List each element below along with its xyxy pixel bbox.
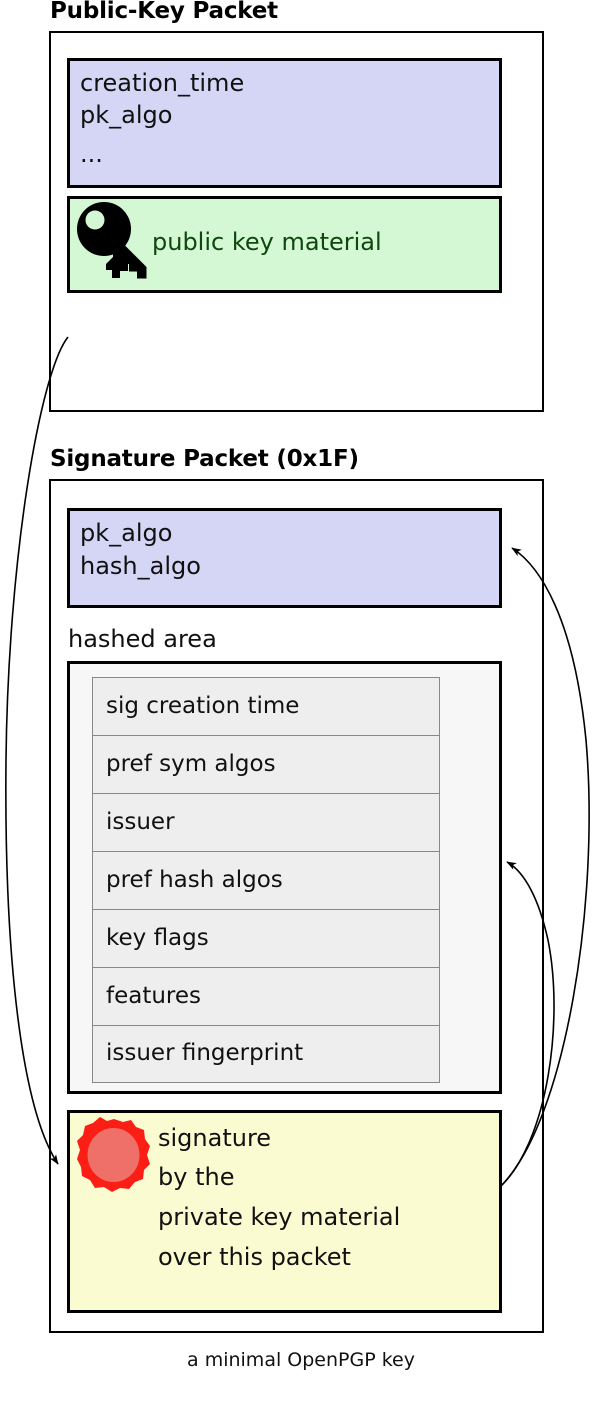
public-key-packet-title: Public-Key Packet bbox=[50, 0, 278, 24]
subpacket-label: key flags bbox=[106, 924, 209, 951]
subpacket-row: features bbox=[92, 967, 440, 1025]
signature-blob-line-3: private key material bbox=[158, 1203, 401, 1231]
subpacket-row: issuer bbox=[92, 793, 440, 851]
subpacket-row: issuer fingerprint bbox=[92, 1025, 440, 1083]
subpacket-label: issuer fingerprint bbox=[106, 1039, 304, 1066]
signature-blob-line-2: by the bbox=[158, 1163, 235, 1191]
subpacket-row: pref hash algos bbox=[92, 851, 440, 909]
pk-header-line-2: pk_algo bbox=[80, 101, 173, 129]
hashed-area-label: hashed area bbox=[68, 625, 217, 653]
sig-header-line-1: pk_algo bbox=[80, 519, 173, 547]
signature-packet-title: Signature Packet (0x1F) bbox=[50, 446, 359, 472]
wax-seal-icon bbox=[77, 1117, 150, 1192]
subpacket-row: key flags bbox=[92, 909, 440, 967]
subpacket-label: features bbox=[106, 982, 202, 1009]
subpacket-row: pref sym algos bbox=[92, 735, 440, 793]
public-key-material-label: public key material bbox=[152, 228, 382, 256]
pk-header-line-3: ... bbox=[80, 140, 103, 168]
subpacket-label: pref hash algos bbox=[106, 866, 283, 893]
hashed-subpacket-list: sig creation time pref sym algos issuer … bbox=[92, 677, 440, 1083]
pk-header-fields-box bbox=[67, 58, 502, 188]
signature-blob-line-1: signature bbox=[158, 1124, 272, 1152]
signature-blob-line-4: over this packet bbox=[158, 1243, 351, 1271]
subpacket-row: sig creation time bbox=[92, 677, 440, 735]
pk-header-line-1: creation_time bbox=[80, 69, 245, 97]
key-icon bbox=[77, 202, 147, 279]
subpacket-label: issuer bbox=[106, 808, 175, 835]
sig-header-fields-box bbox=[67, 508, 502, 608]
figure-caption: a minimal OpenPGP key bbox=[187, 1349, 415, 1371]
sig-header-line-2: hash_algo bbox=[80, 552, 201, 580]
subpacket-label: sig creation time bbox=[106, 692, 300, 719]
subpacket-label: pref sym algos bbox=[106, 750, 276, 777]
